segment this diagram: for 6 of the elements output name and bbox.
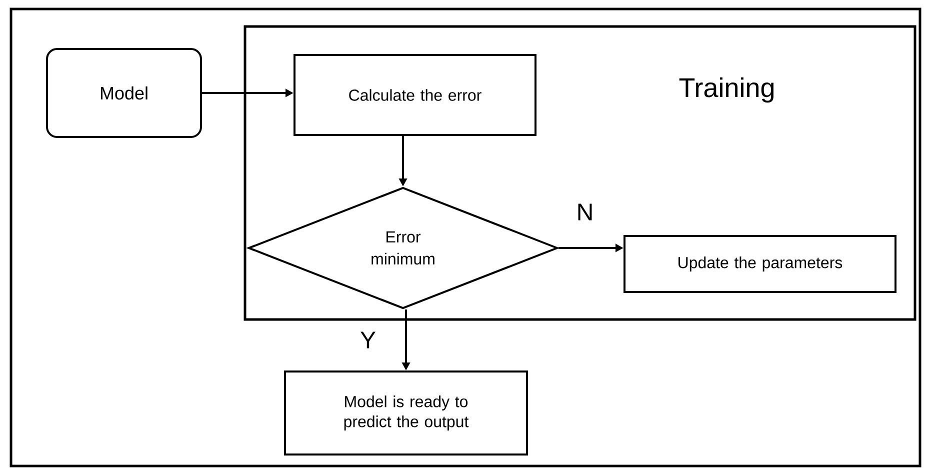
edge-label: Y — [359, 330, 378, 350]
start-box: Model — [46, 48, 202, 138]
process-box: Update the parameters — [624, 235, 896, 293]
edge-label: N — [575, 202, 595, 222]
process-box: Model is ready to predict the output — [284, 370, 528, 456]
process-box: Calculate the error — [294, 54, 536, 136]
